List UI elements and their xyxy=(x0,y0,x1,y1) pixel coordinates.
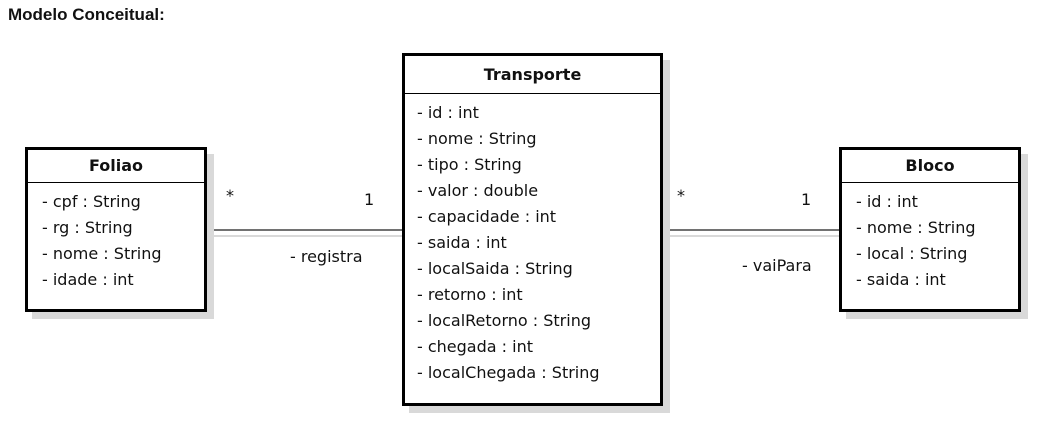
page-title: Modelo Conceitual: xyxy=(8,5,165,24)
class-bloco: Bloco - id : int - nome : String - local… xyxy=(839,147,1021,312)
class-attribute: - id : int xyxy=(856,192,918,211)
class-attribute: - local : String xyxy=(856,244,968,263)
multiplicity-registra-source: * xyxy=(226,186,234,205)
class-foliao-attributes: - cpf : String - rg : String - nome : St… xyxy=(28,183,204,293)
class-bloco-name: Bloco xyxy=(842,150,1018,183)
class-attribute: - localSaida : String xyxy=(417,259,573,278)
class-attribute: - nome : String xyxy=(417,129,537,148)
association-vaipara-name: - vaiPara xyxy=(742,256,812,275)
multiplicity-vaipara-target: 1 xyxy=(801,190,812,209)
class-attribute: - id : int xyxy=(417,103,479,122)
class-attribute: - tipo : String xyxy=(417,155,522,174)
class-transporte-attributes: - id : int - nome : String - tipo : Stri… xyxy=(405,94,660,386)
association-registra-name: - registra xyxy=(290,247,363,266)
class-attribute: - localChegada : String xyxy=(417,363,600,382)
class-attribute: - capacidade : int xyxy=(417,207,557,226)
class-attribute: - idade : int xyxy=(42,270,134,289)
class-attribute: - chegada : int xyxy=(417,337,533,356)
class-attribute: - rg : String xyxy=(42,218,133,237)
class-foliao-name: Foliao xyxy=(28,150,204,183)
class-attribute: - retorno : int xyxy=(417,285,523,304)
class-transporte: Transporte - id : int - nome : String - … xyxy=(402,53,663,406)
class-attribute: - cpf : String xyxy=(42,192,141,211)
class-attribute: - nome : String xyxy=(42,244,162,263)
multiplicity-vaipara-source: * xyxy=(677,186,685,205)
class-attribute: - nome : String xyxy=(856,218,976,237)
class-transporte-name: Transporte xyxy=(405,56,660,94)
class-attribute: - localRetorno : String xyxy=(417,311,591,330)
class-bloco-attributes: - id : int - nome : String - local : Str… xyxy=(842,183,1018,293)
class-attribute: - saida : int xyxy=(417,233,507,252)
multiplicity-registra-target: 1 xyxy=(364,190,375,209)
class-attribute: - valor : double xyxy=(417,181,539,200)
class-foliao: Foliao - cpf : String - rg : String - no… xyxy=(25,147,207,312)
class-attribute: - saida : int xyxy=(856,270,946,289)
